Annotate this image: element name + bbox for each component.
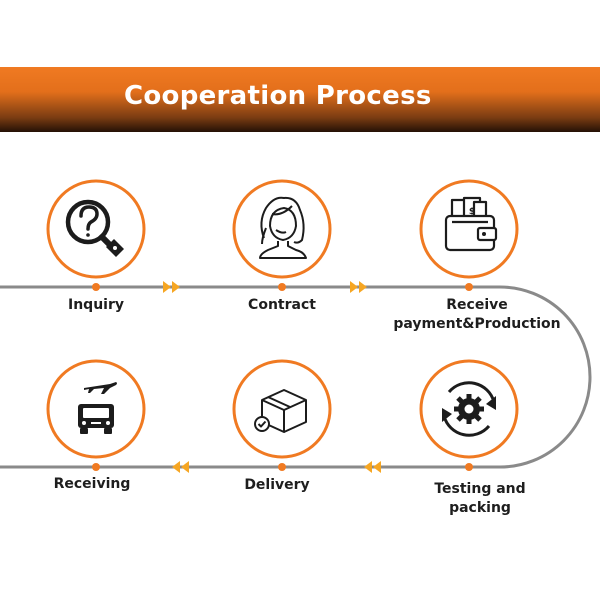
step-circle-inquiry xyxy=(46,179,146,291)
step-label-line: Contract xyxy=(248,297,316,313)
wallet-cash-icon: $ xyxy=(444,196,498,252)
step-label-testing: Testing and packing xyxy=(385,480,575,518)
step-label-delivery: Delivery xyxy=(182,476,372,495)
step-label-receive: Receive payment&Production xyxy=(382,296,572,334)
arrow-left-1 xyxy=(172,461,189,473)
box-check-icon xyxy=(254,389,307,433)
truck-plane-icon xyxy=(78,382,117,434)
step-circle-delivery xyxy=(232,359,332,471)
step-label-inquiry: Inquiry xyxy=(1,296,191,315)
step-label-line: Testing and xyxy=(434,481,526,497)
arrow-left-2 xyxy=(364,461,381,473)
page-title: Cooperation Process xyxy=(124,81,432,111)
header-banner: Cooperation Process xyxy=(0,67,600,132)
woman-headset-icon xyxy=(259,196,307,259)
step-label-line: Receiving xyxy=(53,476,131,492)
svg-text:$: $ xyxy=(469,207,475,217)
step-label-line: Inquiry xyxy=(68,297,124,313)
step-label-line: Delivery xyxy=(244,477,310,493)
gear-cycle-icon xyxy=(442,381,496,437)
process-path xyxy=(0,285,592,469)
arrow-right-2 xyxy=(350,281,367,293)
magnifier-question-icon xyxy=(65,199,124,257)
step-label-contract: Contract xyxy=(187,296,377,315)
step-circle-contract xyxy=(232,179,332,291)
step-label-line: payment&Production xyxy=(393,316,561,332)
step-label-receiving: Receiving xyxy=(0,475,187,494)
step-label-line: Receive xyxy=(446,297,508,313)
step-label-line: packing xyxy=(449,500,511,516)
arrow-right-1 xyxy=(163,281,180,293)
